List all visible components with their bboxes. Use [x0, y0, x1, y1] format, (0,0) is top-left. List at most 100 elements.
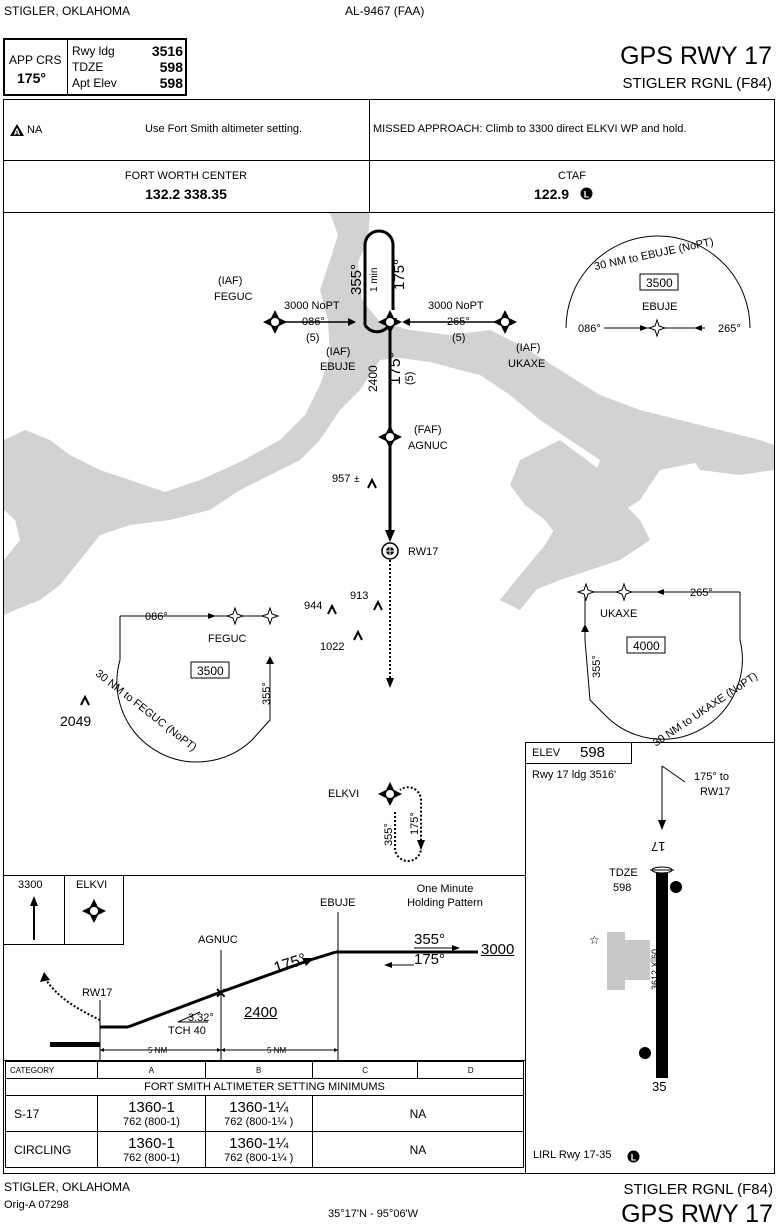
feguc-dist: (5)	[306, 332, 319, 344]
beacon-icon: ☆	[589, 933, 600, 947]
briefing-box: APP CRS 175° Rwy ldg 3516 TDZE 598 Apt E…	[3, 38, 187, 96]
crs-to: 175° to	[694, 771, 729, 783]
cat-b: B	[204, 1061, 313, 1079]
footer-coords: 35°17'N - 95°06'W	[328, 1208, 419, 1220]
airport-diagram: ☆	[589, 765, 686, 1078]
profile-gs: 3.32°	[188, 1012, 214, 1024]
profile-view: ✕	[30, 896, 478, 1060]
apt-elev-label: Apt Elev	[72, 76, 117, 90]
footer-airport: STIGLER RGNL (F84)	[623, 1181, 773, 1198]
ukaxe-alt: 3000 NoPT	[428, 300, 484, 312]
taa-ukaxe-arc: 30 NM to UKAXE (NoPT)	[651, 670, 760, 749]
plan-view: 355° 1 min 175° (IAF) FEGUC 3000 NoPT 08…	[4, 213, 774, 862]
hold-elkvi	[394, 786, 422, 862]
taa-ebuje-alt-box	[639, 273, 679, 291]
crs-rw: RW17	[700, 786, 731, 798]
feguc-crs: 086°	[302, 316, 325, 328]
altimeter-note: Use Fort Smith altimeter setting.	[145, 123, 303, 135]
taa-feguc	[116, 616, 271, 763]
taa-ebuje-l: 086°	[578, 323, 601, 335]
pcl-icon: L	[580, 187, 593, 205]
feguc-label: FEGUC	[214, 291, 253, 303]
taa-ukaxe-alt-box	[626, 636, 666, 654]
elkvi-label: ELKVI	[328, 788, 359, 800]
center-freqs: 132.2 338.35	[145, 186, 227, 202]
rwy-ldg-label: Rwy ldg	[72, 44, 115, 58]
row-circling-cd: NA	[311, 1131, 525, 1168]
ctaf-freq: 122.9	[534, 186, 570, 202]
cat-a: A	[97, 1061, 206, 1079]
app-crs-value: 175°	[17, 70, 46, 86]
hold-outbound: 175°	[391, 259, 408, 290]
taa-feguc-arc: 30 NM to FEGUC (NoPT)	[93, 668, 199, 754]
ebuje-iaf: (IAF)	[326, 346, 350, 358]
airport-tdze-label: TDZE	[609, 867, 638, 879]
profile-agnuc: AGNUC	[198, 934, 238, 946]
hold-note-2: Holding Pattern	[407, 897, 483, 909]
obst-913: 913	[350, 590, 368, 602]
elkvi-outbound: 175°	[409, 812, 421, 835]
seg-crs: 175°	[387, 352, 404, 385]
taa-feguc-crs: 086°	[145, 611, 168, 623]
taa-ukaxe-crs: 265°	[690, 587, 713, 599]
profile-alt-2400: 2400	[244, 1004, 278, 1021]
taa-ukaxe-fix: UKAXE	[600, 608, 637, 620]
ma-fix: ELKVI	[76, 879, 108, 891]
hold-time: 1 min	[369, 268, 380, 292]
taa-ukaxe-alt: 4000	[633, 639, 660, 653]
apt-elev-value: 598	[159, 75, 183, 91]
agnuc-label: AGNUC	[408, 440, 448, 452]
hold-note-1: One Minute	[416, 883, 474, 895]
feguc-alt: 3000 NoPT	[284, 300, 340, 312]
apron	[607, 932, 650, 990]
water-bodies	[4, 213, 774, 615]
hold-inbound: 355°	[348, 264, 365, 295]
frame-top	[3, 99, 775, 100]
faf-cross-icon: ✕	[215, 985, 227, 1001]
svg-text:L: L	[631, 1153, 637, 1163]
cat-d: D	[417, 1061, 524, 1079]
taa-feguc-355: 355°	[261, 682, 273, 705]
center-name: FORT WORTH CENTER	[124, 170, 248, 182]
taa-ukaxe-355: 355°	[591, 655, 603, 678]
ebuje-label: EBUJE	[320, 361, 355, 373]
tdze-value: 598	[159, 59, 183, 75]
vasi-icon	[639, 1047, 651, 1059]
papi-icon	[670, 881, 682, 893]
taa-ukaxe	[584, 592, 743, 740]
taa-ebuje-arc: 30 NM to EBUJE (NoPT)	[593, 236, 714, 273]
procedure-title: GPS RWY 17	[620, 42, 772, 70]
ctaf-name: CTAF	[558, 170, 586, 182]
elev-box	[525, 742, 632, 764]
elev-value: 598	[580, 744, 606, 761]
row-s17-name: S-17	[4, 1095, 99, 1132]
frame-right	[774, 99, 775, 1174]
elkvi-inbound: 355°	[383, 823, 395, 846]
footer-location: STIGLER, OKLAHOMA	[4, 1180, 131, 1194]
seg-dist: (5)	[404, 372, 416, 385]
footer-title: GPS RWY 17	[621, 1200, 773, 1228]
taa-ebuje-fix: EBUJE	[642, 301, 677, 313]
minimums-table: CATEGORY A B C D FORT SMITH ALTIMETER SE…	[4, 1061, 525, 1168]
taa-ebuje-alt: 3500	[646, 276, 673, 290]
profile-rw17: RW17	[82, 987, 113, 999]
rwy-ldg-value: 3516	[151, 43, 183, 59]
profile-tch: TCH 40	[168, 1025, 206, 1037]
lighting: LIRL Rwy 17-35	[533, 1149, 612, 1161]
app-crs-label: APP CRS	[9, 53, 62, 67]
header-location: STIGLER, OKLAHOMA	[4, 4, 131, 18]
rwy-ldg-note: Rwy 17 ldg 3516'	[532, 769, 617, 781]
faf-label: (FAF)	[414, 424, 442, 436]
obstacle-icons	[80, 477, 383, 706]
ma-icons-box	[3, 875, 124, 945]
missed-approach-note: MISSED APPROACH: Climb to 3300 direct EL…	[373, 123, 687, 135]
obst-944: 944	[304, 600, 322, 612]
minimums-heading: FORT SMITH ALTIMETER SETTING MINIMUMS	[5, 1078, 524, 1096]
runway	[656, 870, 668, 1078]
obst-2049: 2049	[60, 713, 91, 729]
lighting-pcl-icon: L	[627, 1150, 640, 1168]
